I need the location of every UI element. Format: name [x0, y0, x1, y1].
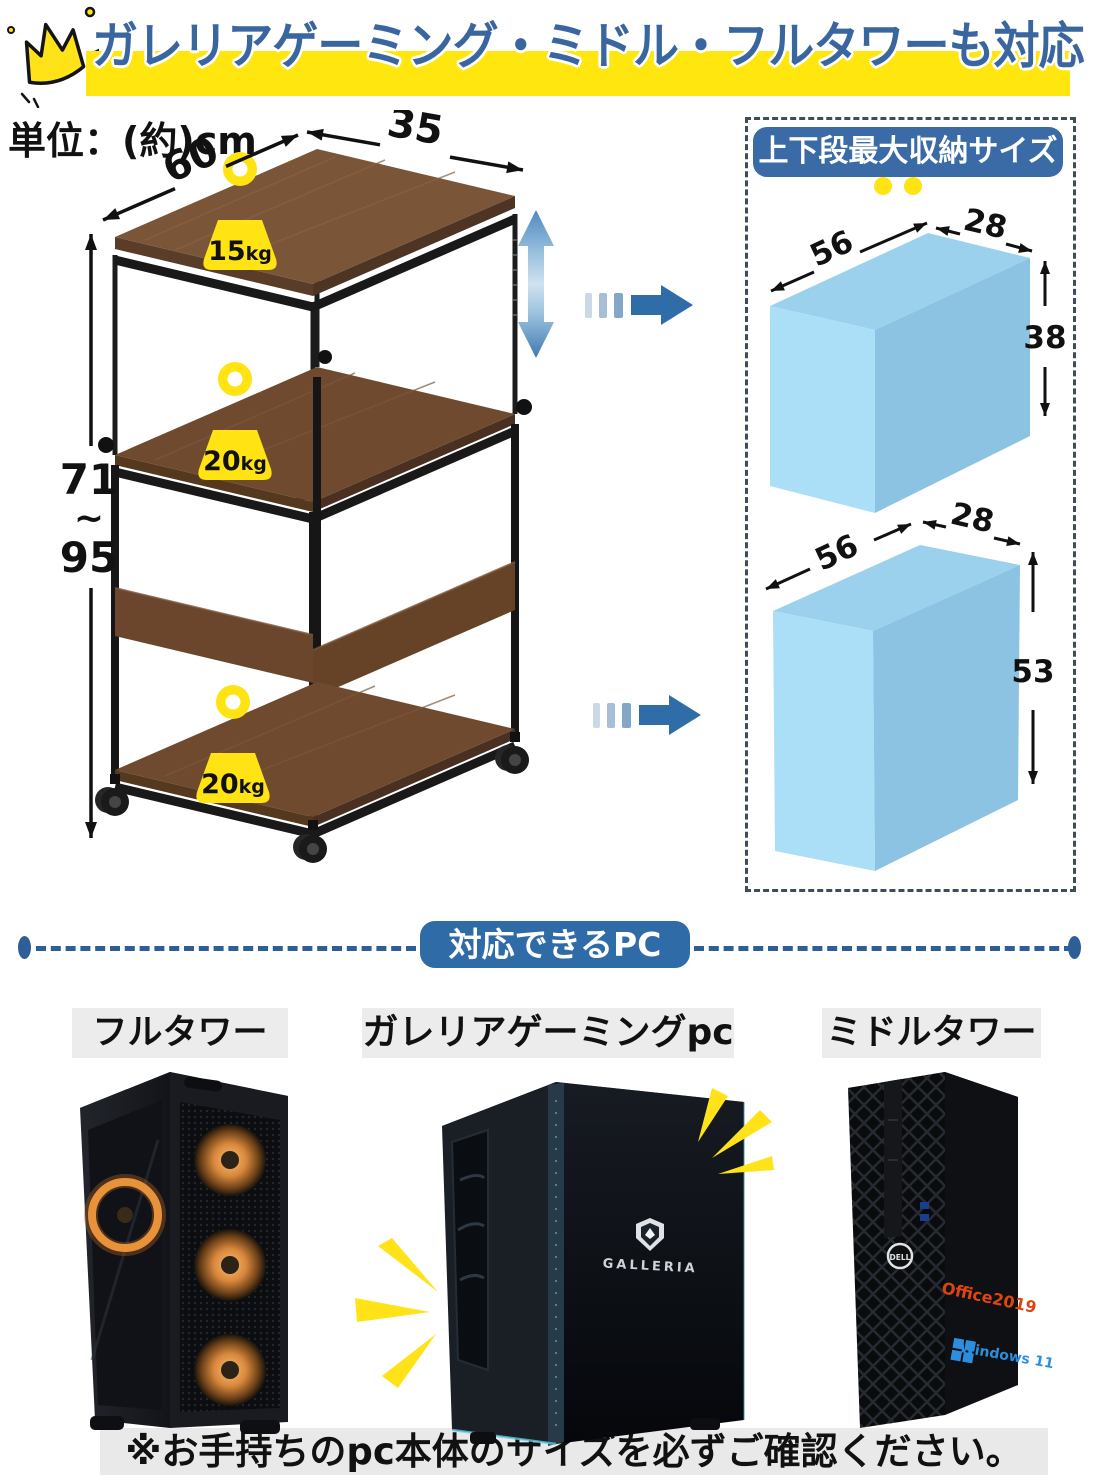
lower-box-dim-arrows: [765, 520, 1038, 784]
galleria-pc: GALLERIA: [442, 1082, 745, 1446]
dell-brand-text: DELL: [890, 1253, 911, 1262]
title-highlight-band: [86, 51, 1070, 96]
upper-box-width-label: 28: [960, 202, 1010, 247]
weight-badge-middle: 20kg: [198, 362, 272, 480]
dim-height-wave: ~: [74, 498, 104, 539]
upper-box-height-label: 38: [1023, 320, 1066, 356]
height-adjust-arrow-icon: [518, 210, 554, 358]
upper-storage-box: [770, 233, 1030, 513]
upper-box-depth-label: 56: [805, 224, 859, 275]
divider-dashed-line: [694, 946, 1074, 951]
storage-boxes-illustration: 56 28 38 56 28 53: [765, 202, 1067, 871]
galleria-brand-text: GALLERIA: [602, 1257, 698, 1277]
casters: [95, 732, 529, 863]
header-accent-dot: [904, 177, 922, 195]
dim-height-max-label: 95: [60, 533, 118, 582]
unit-label: 単位：(約)cm: [8, 119, 257, 163]
svg-text:15kg: 15kg: [208, 236, 272, 267]
svg-text:20kg: 20kg: [203, 446, 267, 477]
flow-arrow-upper-icon: [585, 285, 693, 325]
divider-right-dot: [1068, 936, 1081, 959]
dim-width-arrow: [102, 133, 299, 222]
weight-badge-top: 15kg: [203, 152, 277, 270]
emphasis-spark-left-icon: [355, 1238, 438, 1388]
upper-box-dim-arrows: [770, 221, 1050, 416]
dim-width-label: 60: [156, 128, 226, 193]
storage-panel-header: 上下段最大収納サイズ: [753, 127, 1063, 177]
weight-badge-bottom: 20kg: [196, 685, 270, 803]
dim-height-min-label: 71: [60, 455, 118, 504]
svg-text:20kg: 20kg: [201, 769, 265, 800]
crown-icon: [7, 6, 99, 108]
lower-box-width-label: 28: [947, 496, 997, 541]
dim-depth-label: 35: [384, 110, 447, 155]
side-rails: [114, 561, 516, 698]
flow-arrow-lower-icon: [593, 695, 701, 735]
dim-height-arrow: [85, 234, 97, 838]
label-mid-tower: ミドルタワー: [822, 1008, 1041, 1058]
compatible-pc-illustrations: GALLERIA DELL Office2019: [80, 1072, 1055, 1446]
windows-logo-icon: [950, 1337, 976, 1364]
lower-storage-box: [773, 545, 1020, 871]
divider-dashed-line: [36, 946, 416, 951]
lower-box-depth-label: 56: [810, 528, 864, 579]
shelf-illustration: 15kg 20kg 20kg 60: [60, 110, 554, 863]
full-tower-pc: [80, 1072, 288, 1434]
emphasis-spark-right-icon: [698, 1088, 774, 1174]
lower-box-height-label: 53: [1011, 654, 1054, 690]
label-full-tower: フルタワー: [72, 1008, 288, 1058]
divider-left-dot: [18, 936, 31, 959]
label-galleria-gaming-pc: ガレリアゲーミングpc: [362, 1008, 734, 1058]
dell-pc: DELL Office2019 Windows 11: [848, 1072, 1055, 1428]
bottom-shelf: [113, 682, 517, 839]
header-accent-dot: [874, 177, 892, 195]
page-title: ガレリアゲーミング・ミドル・フルタワーも対応: [92, 17, 1085, 75]
compatible-pc-header: 対応できるPC: [420, 921, 690, 968]
dim-depth-arrow: [306, 128, 524, 174]
storage-size-panel: 上下段最大収納サイズ 56 28 38: [745, 117, 1076, 892]
